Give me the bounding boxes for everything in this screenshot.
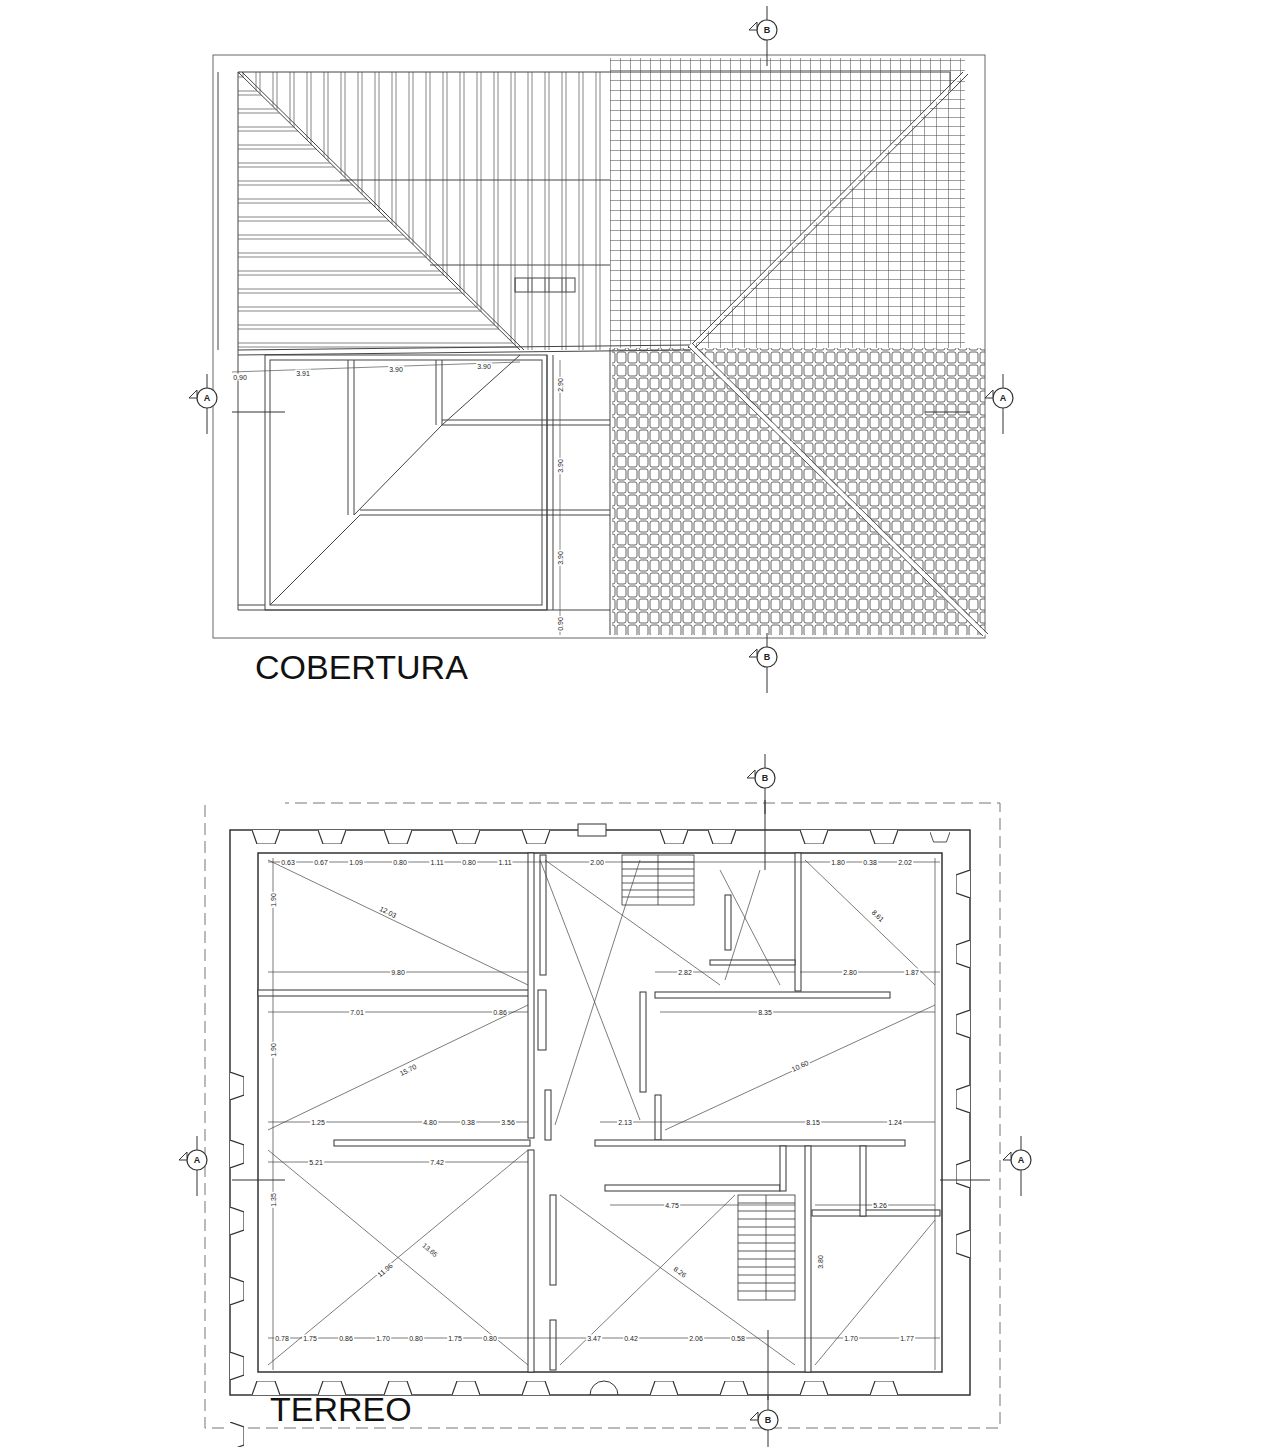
dimension-label: 0.90	[557, 616, 564, 632]
dimension-label: 2.90	[557, 377, 564, 393]
dimension-label: 7.42	[429, 1159, 445, 1166]
dimension-label: 2.82	[677, 969, 693, 976]
dimension-label: 1.11	[429, 859, 444, 866]
dimension-label: 3.90	[557, 550, 564, 566]
dimension-label: 0.78	[274, 1335, 290, 1342]
dimension-label: 8.35	[757, 1009, 773, 1016]
dimension-label: 1.75	[447, 1335, 463, 1342]
dimension-label: 1.35	[270, 1192, 277, 1208]
dimension-label: 4.75	[664, 1202, 680, 1209]
dimension-label: 9.80	[390, 969, 406, 976]
dimension-label: 1.87	[904, 969, 920, 976]
dimension-label: 1.11	[497, 859, 512, 866]
dimension-label: 7.01	[349, 1009, 365, 1016]
dimension-label: 1.75	[302, 1335, 318, 1342]
dimension-label: 2.13	[617, 1119, 633, 1126]
dimension-label: 8.15	[805, 1119, 821, 1126]
dimension-label: 3.56	[500, 1119, 516, 1126]
dimension-label: 13.65	[420, 1241, 439, 1259]
dimension-label: 0.86	[338, 1335, 354, 1342]
dimension-label: 1.90	[270, 1042, 277, 1058]
section-marker: A	[1000, 394, 1007, 403]
dimension-label: 1.09	[348, 859, 364, 866]
dimension-label: 2.00	[589, 859, 605, 866]
dimension-label: 12.03	[378, 905, 399, 920]
dimension-label: 1.70	[843, 1335, 859, 1342]
drawing-title: TERREO	[270, 1392, 412, 1426]
dimension-label: 0.38	[460, 1119, 476, 1126]
dimension-label: 1.70	[375, 1335, 391, 1342]
section-marker: A	[1018, 1156, 1025, 1165]
dimension-label: 2.02	[897, 859, 913, 866]
dimension-label: 2.06	[688, 1335, 704, 1342]
dimension-label: 1.90	[270, 892, 277, 908]
dimension-label: 1.80	[830, 859, 846, 866]
dimension-label: 5.21	[308, 1159, 324, 1166]
section-marker: B	[762, 774, 769, 783]
dimension-label: 15.70	[398, 1063, 419, 1078]
section-marker: B	[764, 26, 771, 35]
dimension-label: 0.80	[392, 859, 408, 866]
dimension-label: 8.61	[870, 908, 886, 924]
dimension-label: 0.80	[461, 859, 477, 866]
dimension-label: 4.80	[422, 1119, 438, 1126]
dimension-label: 3.47	[586, 1335, 602, 1342]
dimension-label: 0.80	[408, 1335, 424, 1342]
dimension-label: 3.90	[388, 366, 404, 373]
dimension-label: 11.96	[375, 1261, 394, 1279]
dimension-label: 3.90	[557, 458, 564, 474]
dimension-label: 5.26	[872, 1202, 888, 1209]
dimension-label: 1.25	[310, 1119, 326, 1126]
dimension-label: 3.90	[476, 363, 492, 370]
dimension-label: 0.80	[482, 1335, 498, 1342]
dimension-label: 3.80	[817, 1254, 824, 1270]
section-marker: A	[204, 394, 211, 403]
section-marker: B	[764, 653, 771, 662]
dimension-label: 2.80	[842, 969, 858, 976]
dimension-label: 0.90	[232, 374, 248, 381]
dimension-label: 0.67	[313, 859, 329, 866]
dimension-label: 0.58	[730, 1335, 746, 1342]
dimension-label: 0.38	[862, 859, 878, 866]
dimension-label: 0.42	[623, 1335, 639, 1342]
dimension-label: 1.24	[887, 1119, 903, 1126]
dimension-label: 10.60	[790, 1059, 811, 1074]
drawing-title: COBERTURA	[255, 650, 468, 684]
dimension-label: 8.26	[672, 1265, 689, 1280]
dimension-label: 3.91	[295, 370, 311, 377]
dimension-label: 0.63	[280, 859, 296, 866]
dimension-label: 1.77	[899, 1335, 915, 1342]
dimension-label: 0.86	[492, 1009, 508, 1016]
section-marker: B	[765, 1416, 772, 1425]
section-marker: A	[194, 1156, 201, 1165]
